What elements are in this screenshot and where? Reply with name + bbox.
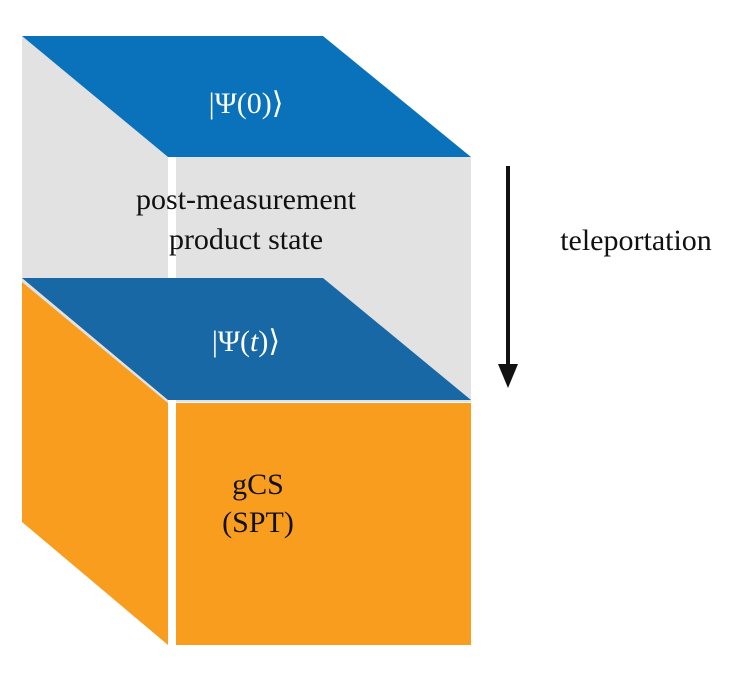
orange-block-front-face [176,403,471,645]
bottom-block-label-line2: (SPT) [222,506,294,539]
top-state-plane [22,36,471,157]
teleportation-label: teleportation [560,224,712,257]
top-state-label: |Ψ(0)⟩ [209,87,284,120]
middle-block-label-line2: product state [169,223,323,256]
orange-block-left-face [22,282,168,645]
bottom-block-label-line1: gCS [232,468,284,501]
middle-state-plane [22,278,471,400]
middle-block-label-line1: post-measurement [136,183,357,216]
middle-state-label: |Ψ(t)⟩ [212,325,280,358]
teleportation-arrowhead [498,364,518,388]
